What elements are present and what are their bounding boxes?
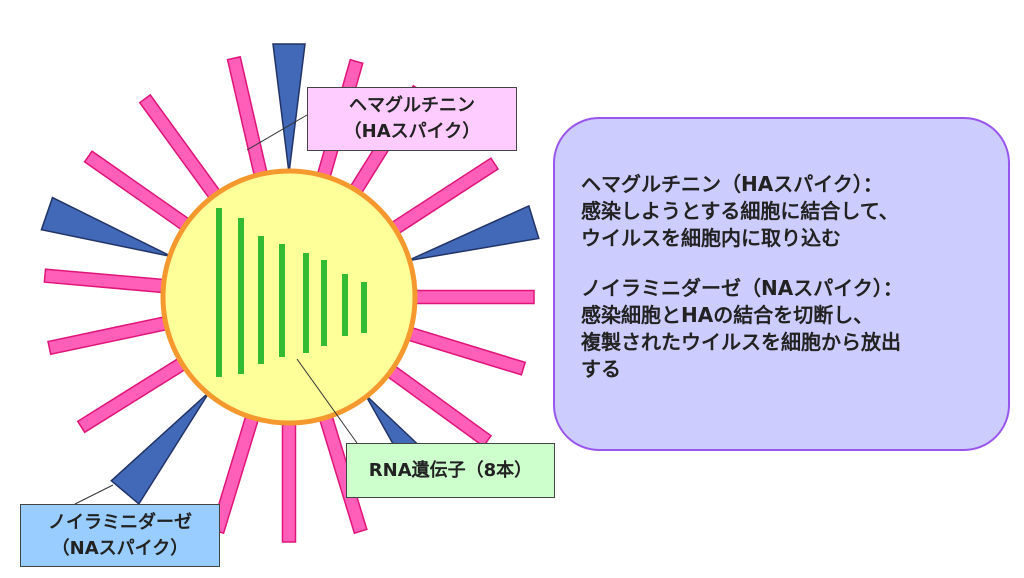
na-spike xyxy=(407,204,540,262)
ha-spike xyxy=(281,416,297,543)
ha-spike xyxy=(43,268,171,294)
rna-segments xyxy=(216,208,367,377)
ha-label-line1: ヘマグルチニン xyxy=(349,95,475,116)
ha-spike xyxy=(138,93,225,205)
info-na-line: 複製されたウイルスを細胞から放出 xyxy=(581,330,901,354)
na-leader-line xyxy=(74,484,114,505)
rna-segment xyxy=(321,260,327,346)
ha-spike xyxy=(76,354,192,434)
na-label-line2: （NAスパイク） xyxy=(51,537,189,559)
rna-label-text: RNA遺伝子（8本） xyxy=(368,459,533,481)
rna-segment xyxy=(258,236,264,364)
na-label: ノイラミニダーゼ （NAスパイク） xyxy=(20,504,220,567)
virus-envelope xyxy=(160,168,418,426)
info-ha-title: ヘマグルチニン（HAスパイク）： xyxy=(581,172,883,196)
rna-segment xyxy=(238,218,244,374)
ha-spike xyxy=(226,55,270,183)
ha-spike xyxy=(47,314,174,356)
rna-segment xyxy=(216,208,222,377)
na-spike xyxy=(40,196,173,258)
ha-spike xyxy=(408,289,535,305)
ha-leader-line xyxy=(246,114,308,151)
na-spike xyxy=(272,43,306,174)
rna-segment xyxy=(303,253,309,353)
ha-label-line2: （HAスパイク） xyxy=(343,121,481,142)
rna-segment xyxy=(279,244,285,357)
na-spike xyxy=(110,391,210,506)
rna-label: RNA遺伝子（8本） xyxy=(346,443,555,498)
ha-spike xyxy=(385,157,500,239)
info-panel: ヘマグルチニン（HAスパイク）： 感染しようとする細胞に結合して、 ウイルスを細… xyxy=(553,117,1010,451)
rna-segment xyxy=(361,282,367,333)
info-ha-line: 感染しようとする細胞に結合して、 xyxy=(581,199,899,223)
rna-segment xyxy=(342,274,348,336)
ha-spike xyxy=(400,324,527,376)
rna-leader-line xyxy=(296,358,358,444)
info-na-title: ノイラミニダーゼ（NAスパイク）： xyxy=(581,276,903,300)
info-ha-line: ウイルスを細胞内に取り込む xyxy=(581,226,841,250)
info-na-line: する xyxy=(581,357,621,381)
na-label-line1: ノイラミニダーゼ xyxy=(48,511,192,533)
ha-label: ヘマグルチニン （HAスパイク） xyxy=(307,87,517,151)
info-na-line: 感染細胞とHAの結合を切断し、 xyxy=(581,303,874,327)
